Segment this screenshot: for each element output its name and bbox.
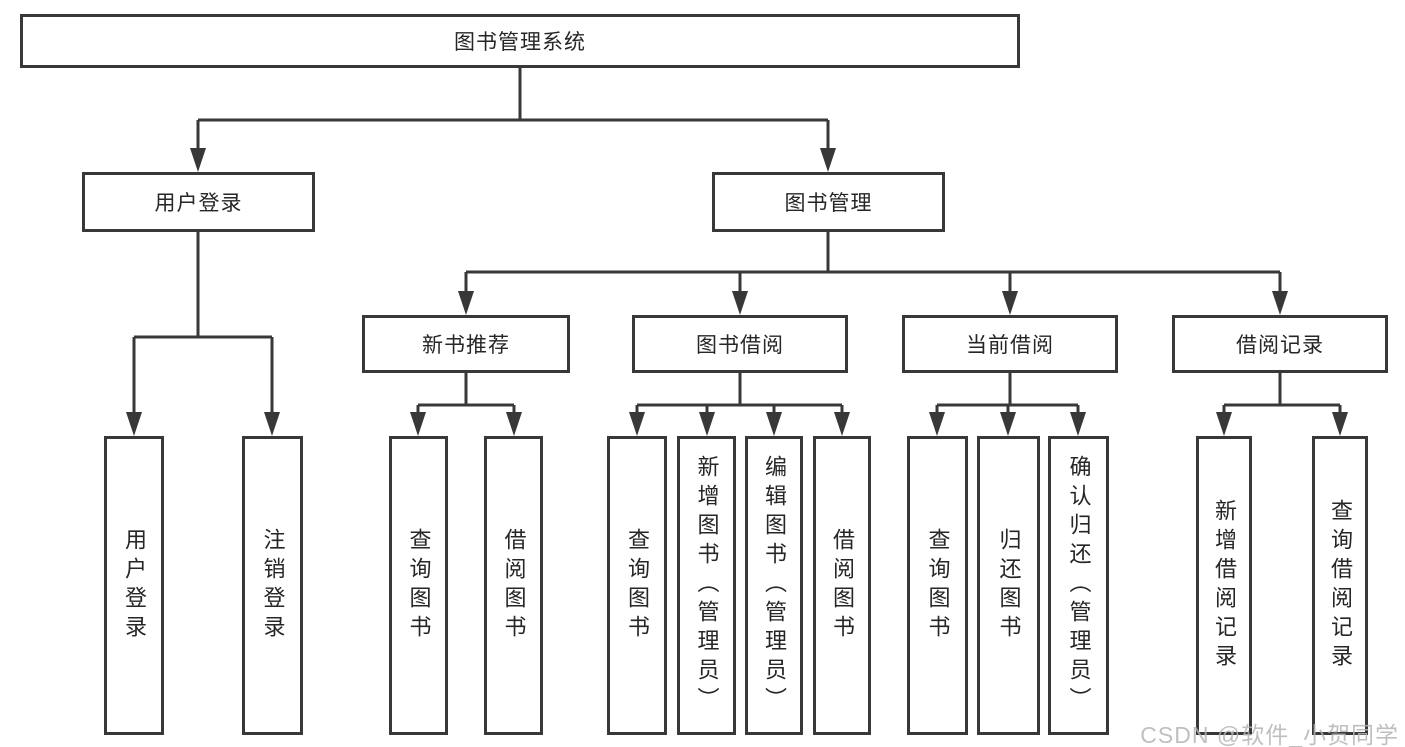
arrowheads <box>126 148 1348 436</box>
leaf-label: 归还图书 <box>996 527 1022 644</box>
leaf-return-books: 归还图书 <box>977 436 1040 735</box>
node-label: 图书借阅 <box>696 334 784 357</box>
leaf-label: 注销登录 <box>260 527 286 644</box>
node-book-management: 图书管理 <box>712 172 945 232</box>
leaf-label: 新增图书（管理员） <box>694 455 720 716</box>
leaf-confirm-return-admin: 确认归还（管理员） <box>1048 436 1109 735</box>
leaf-label: 查询图书 <box>925 527 951 644</box>
node-label: 图书管理 <box>784 192 873 215</box>
node-label: 新书推荐 <box>422 334 510 357</box>
leaf-query-books-recommend: 查询图书 <box>389 436 448 735</box>
leaf-query-books-borrowing: 查询图书 <box>607 436 667 735</box>
leaf-label: 查询图书 <box>625 527 650 644</box>
leaf-query-borrow-record: 查询借阅记录 <box>1312 436 1368 735</box>
node-label: 用户登录 <box>154 192 243 215</box>
leaf-add-borrow-record: 新增借阅记录 <box>1196 436 1252 735</box>
leaf-label: 确认归还（管理员） <box>1066 455 1092 716</box>
leaf-label: 借阅图书 <box>830 527 855 644</box>
leaf-label: 借阅图书 <box>501 527 527 644</box>
node-borrowing-records: 借阅记录 <box>1172 315 1388 373</box>
node-label: 图书管理系统 <box>454 31 586 54</box>
leaf-label: 查询借阅记录 <box>1328 498 1353 673</box>
node-label: 借阅记录 <box>1236 334 1324 357</box>
node-new-book-recommendation: 新书推荐 <box>362 315 570 373</box>
leaf-borrow-books: 借阅图书 <box>813 436 871 735</box>
node-current-borrowing: 当前借阅 <box>902 315 1118 373</box>
node-library-management-system: 图书管理系统 <box>20 14 1020 68</box>
leaf-query-books-current: 查询图书 <box>907 436 968 735</box>
node-user-login: 用户登录 <box>82 172 315 232</box>
leaf-edit-books-admin: 编辑图书（管理员） <box>745 436 803 735</box>
leaf-label: 新增借阅记录 <box>1212 498 1237 673</box>
node-book-borrowing: 图书借阅 <box>632 315 848 373</box>
leaf-user-login: 用户登录 <box>104 436 164 735</box>
leaf-label: 用户登录 <box>122 527 147 644</box>
leaf-label: 查询图书 <box>406 527 432 644</box>
leaf-label: 编辑图书（管理员） <box>762 455 787 716</box>
node-label: 当前借阅 <box>966 334 1054 357</box>
leaf-logout: 注销登录 <box>242 436 303 735</box>
leaf-add-books-admin: 新增图书（管理员） <box>677 436 736 735</box>
leaf-borrow-books-recommend: 借阅图书 <box>484 436 543 735</box>
